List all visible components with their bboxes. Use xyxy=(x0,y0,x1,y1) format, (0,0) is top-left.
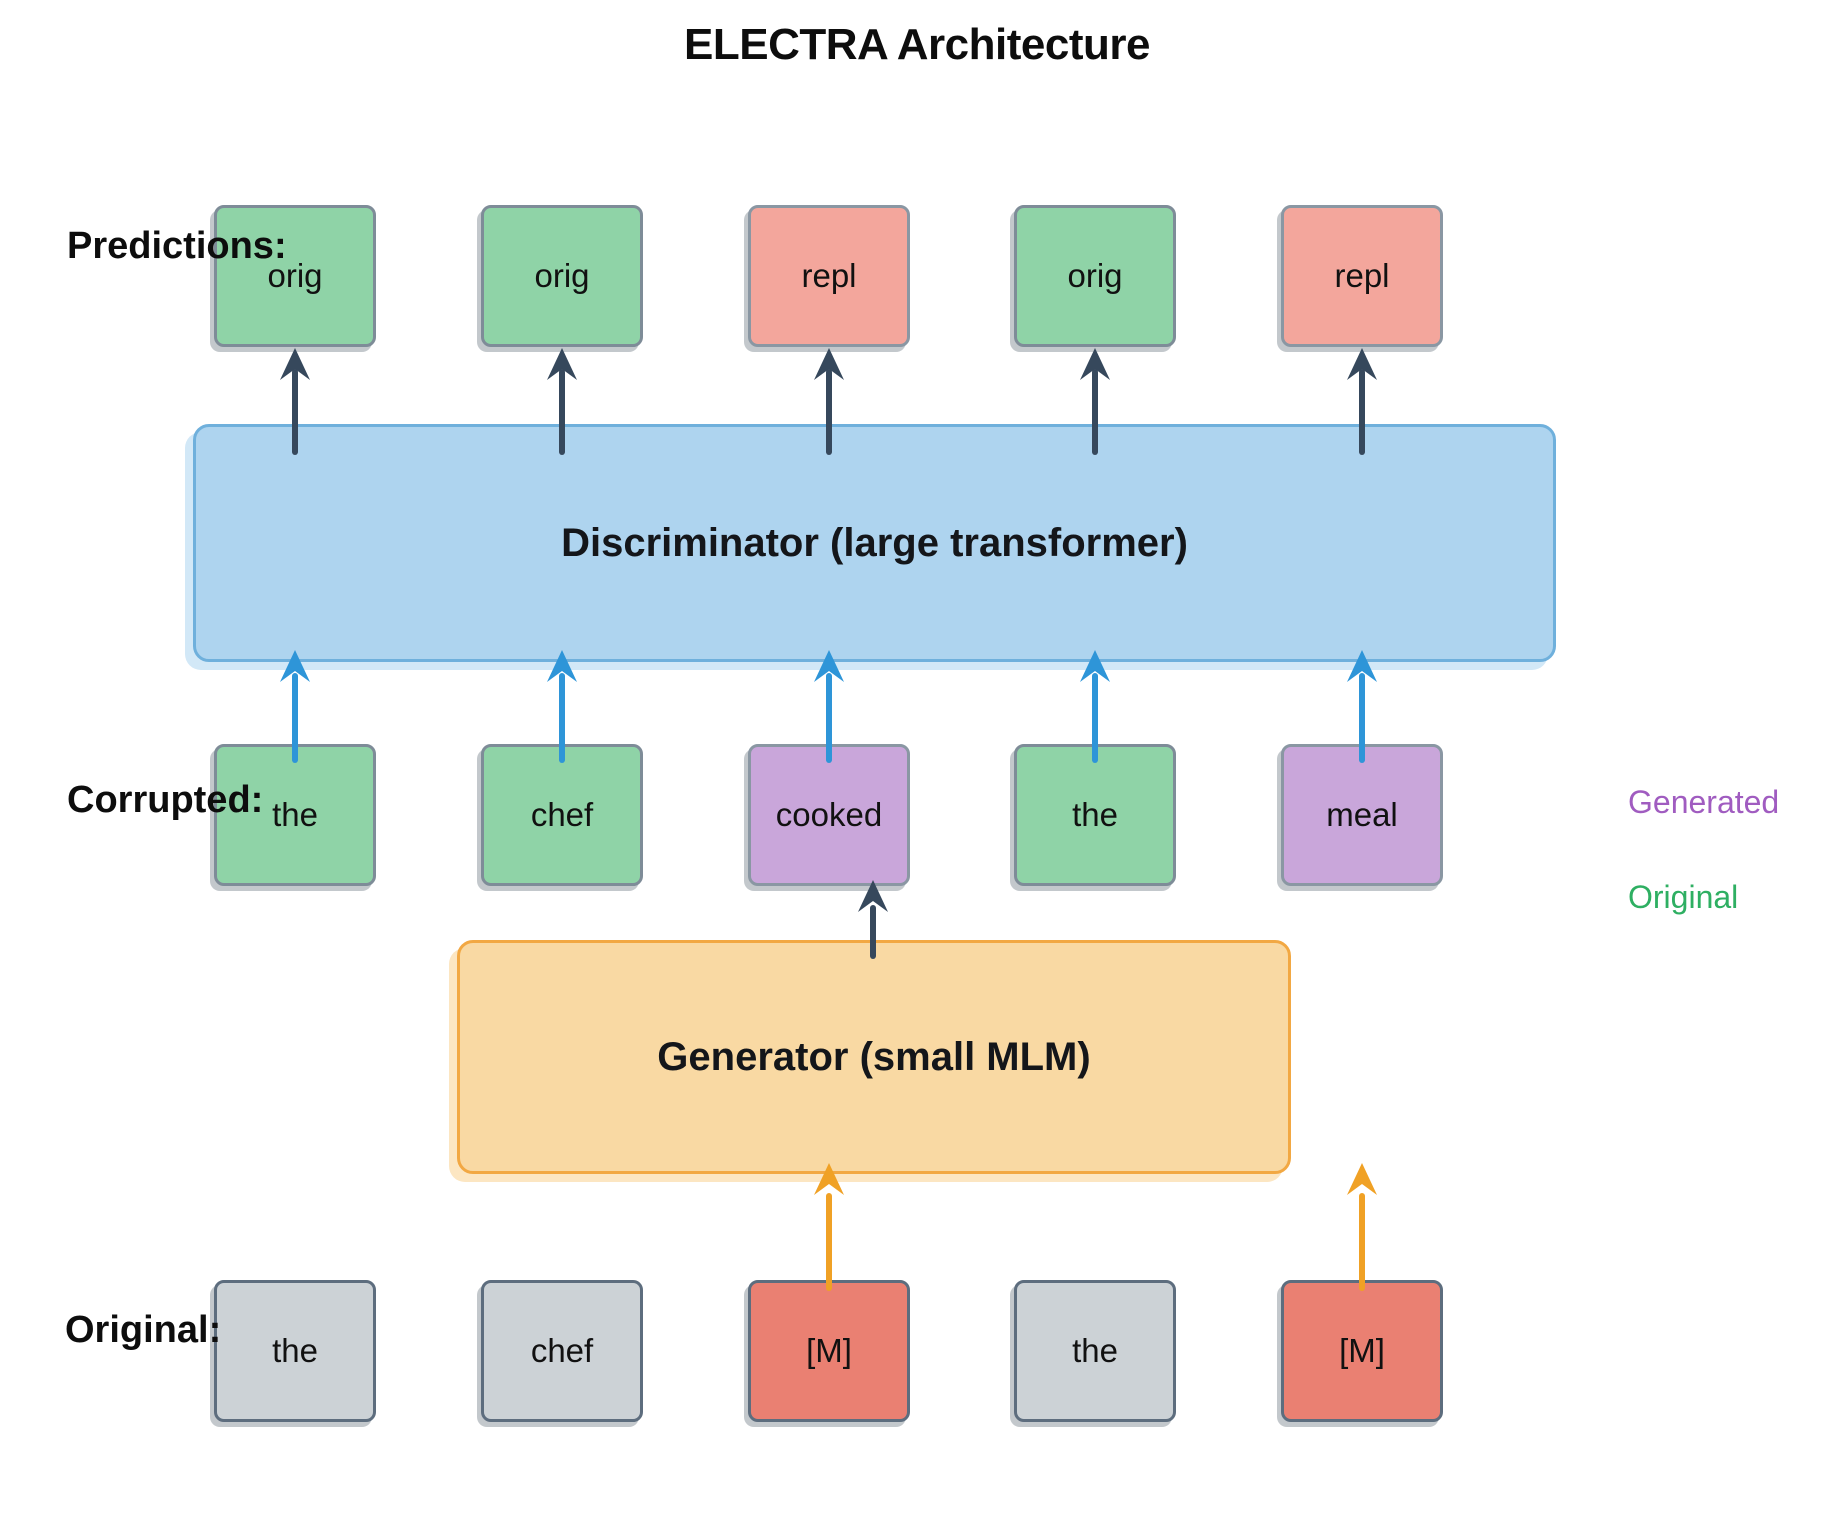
original-token-4: the xyxy=(1014,1280,1176,1422)
token-label: the xyxy=(272,796,318,833)
corrupted-token-3: cooked xyxy=(748,744,910,886)
prediction-token-5: repl xyxy=(1281,205,1443,347)
legend-original-label: Original xyxy=(1628,879,1739,915)
token-label: orig xyxy=(1067,257,1123,294)
token-label: the xyxy=(1072,796,1118,833)
prediction-token-1: orig xyxy=(214,205,376,347)
generator-label: Generator (small MLM) xyxy=(657,1034,1091,1079)
original-token-3: [M] xyxy=(748,1280,910,1422)
discriminator-block: Discriminator (large transformer) xyxy=(193,424,1556,662)
token-label: [M] xyxy=(1339,1332,1385,1369)
corrupted-token-1: the xyxy=(214,744,376,886)
orange-mask-arrows xyxy=(814,1163,1377,1291)
token-label: chef xyxy=(530,1332,594,1369)
token-label: [M] xyxy=(806,1332,852,1369)
generator-block: Generator (small MLM) xyxy=(457,940,1291,1174)
token-label: meal xyxy=(1326,796,1398,833)
token-label: chef xyxy=(530,796,594,833)
token-label: orig xyxy=(267,257,323,294)
token-label: orig xyxy=(534,257,590,294)
prediction-token-2: orig xyxy=(481,205,643,347)
diagram-title: ELECTRA Architecture xyxy=(684,20,1150,69)
original-token-5: [M] xyxy=(1281,1280,1443,1422)
corrupted-row-label: Corrupted: xyxy=(67,779,264,821)
orange-arrow-col3 xyxy=(814,1163,844,1291)
original-row-label: Original: xyxy=(65,1309,222,1351)
prediction-token-3: repl xyxy=(748,205,910,347)
token-label: the xyxy=(1072,1332,1118,1369)
legend-generated-label: Generated xyxy=(1628,784,1780,820)
corrupted-token-5: meal xyxy=(1281,744,1443,886)
prediction-token-4: orig xyxy=(1014,205,1176,347)
token-label: repl xyxy=(801,257,857,294)
token-label: repl xyxy=(1334,257,1390,294)
token-label: cooked xyxy=(775,796,883,833)
orange-arrow-col5 xyxy=(1347,1163,1377,1291)
original-token-1: the xyxy=(214,1280,376,1422)
discriminator-label: Discriminator (large transformer) xyxy=(561,520,1188,565)
corrupted-token-4: the xyxy=(1014,744,1176,886)
original-token-2: chef xyxy=(481,1280,643,1422)
token-label: the xyxy=(272,1332,318,1369)
corrupted-token-2: chef xyxy=(481,744,643,886)
predictions-row-label: Predictions: xyxy=(67,225,287,267)
